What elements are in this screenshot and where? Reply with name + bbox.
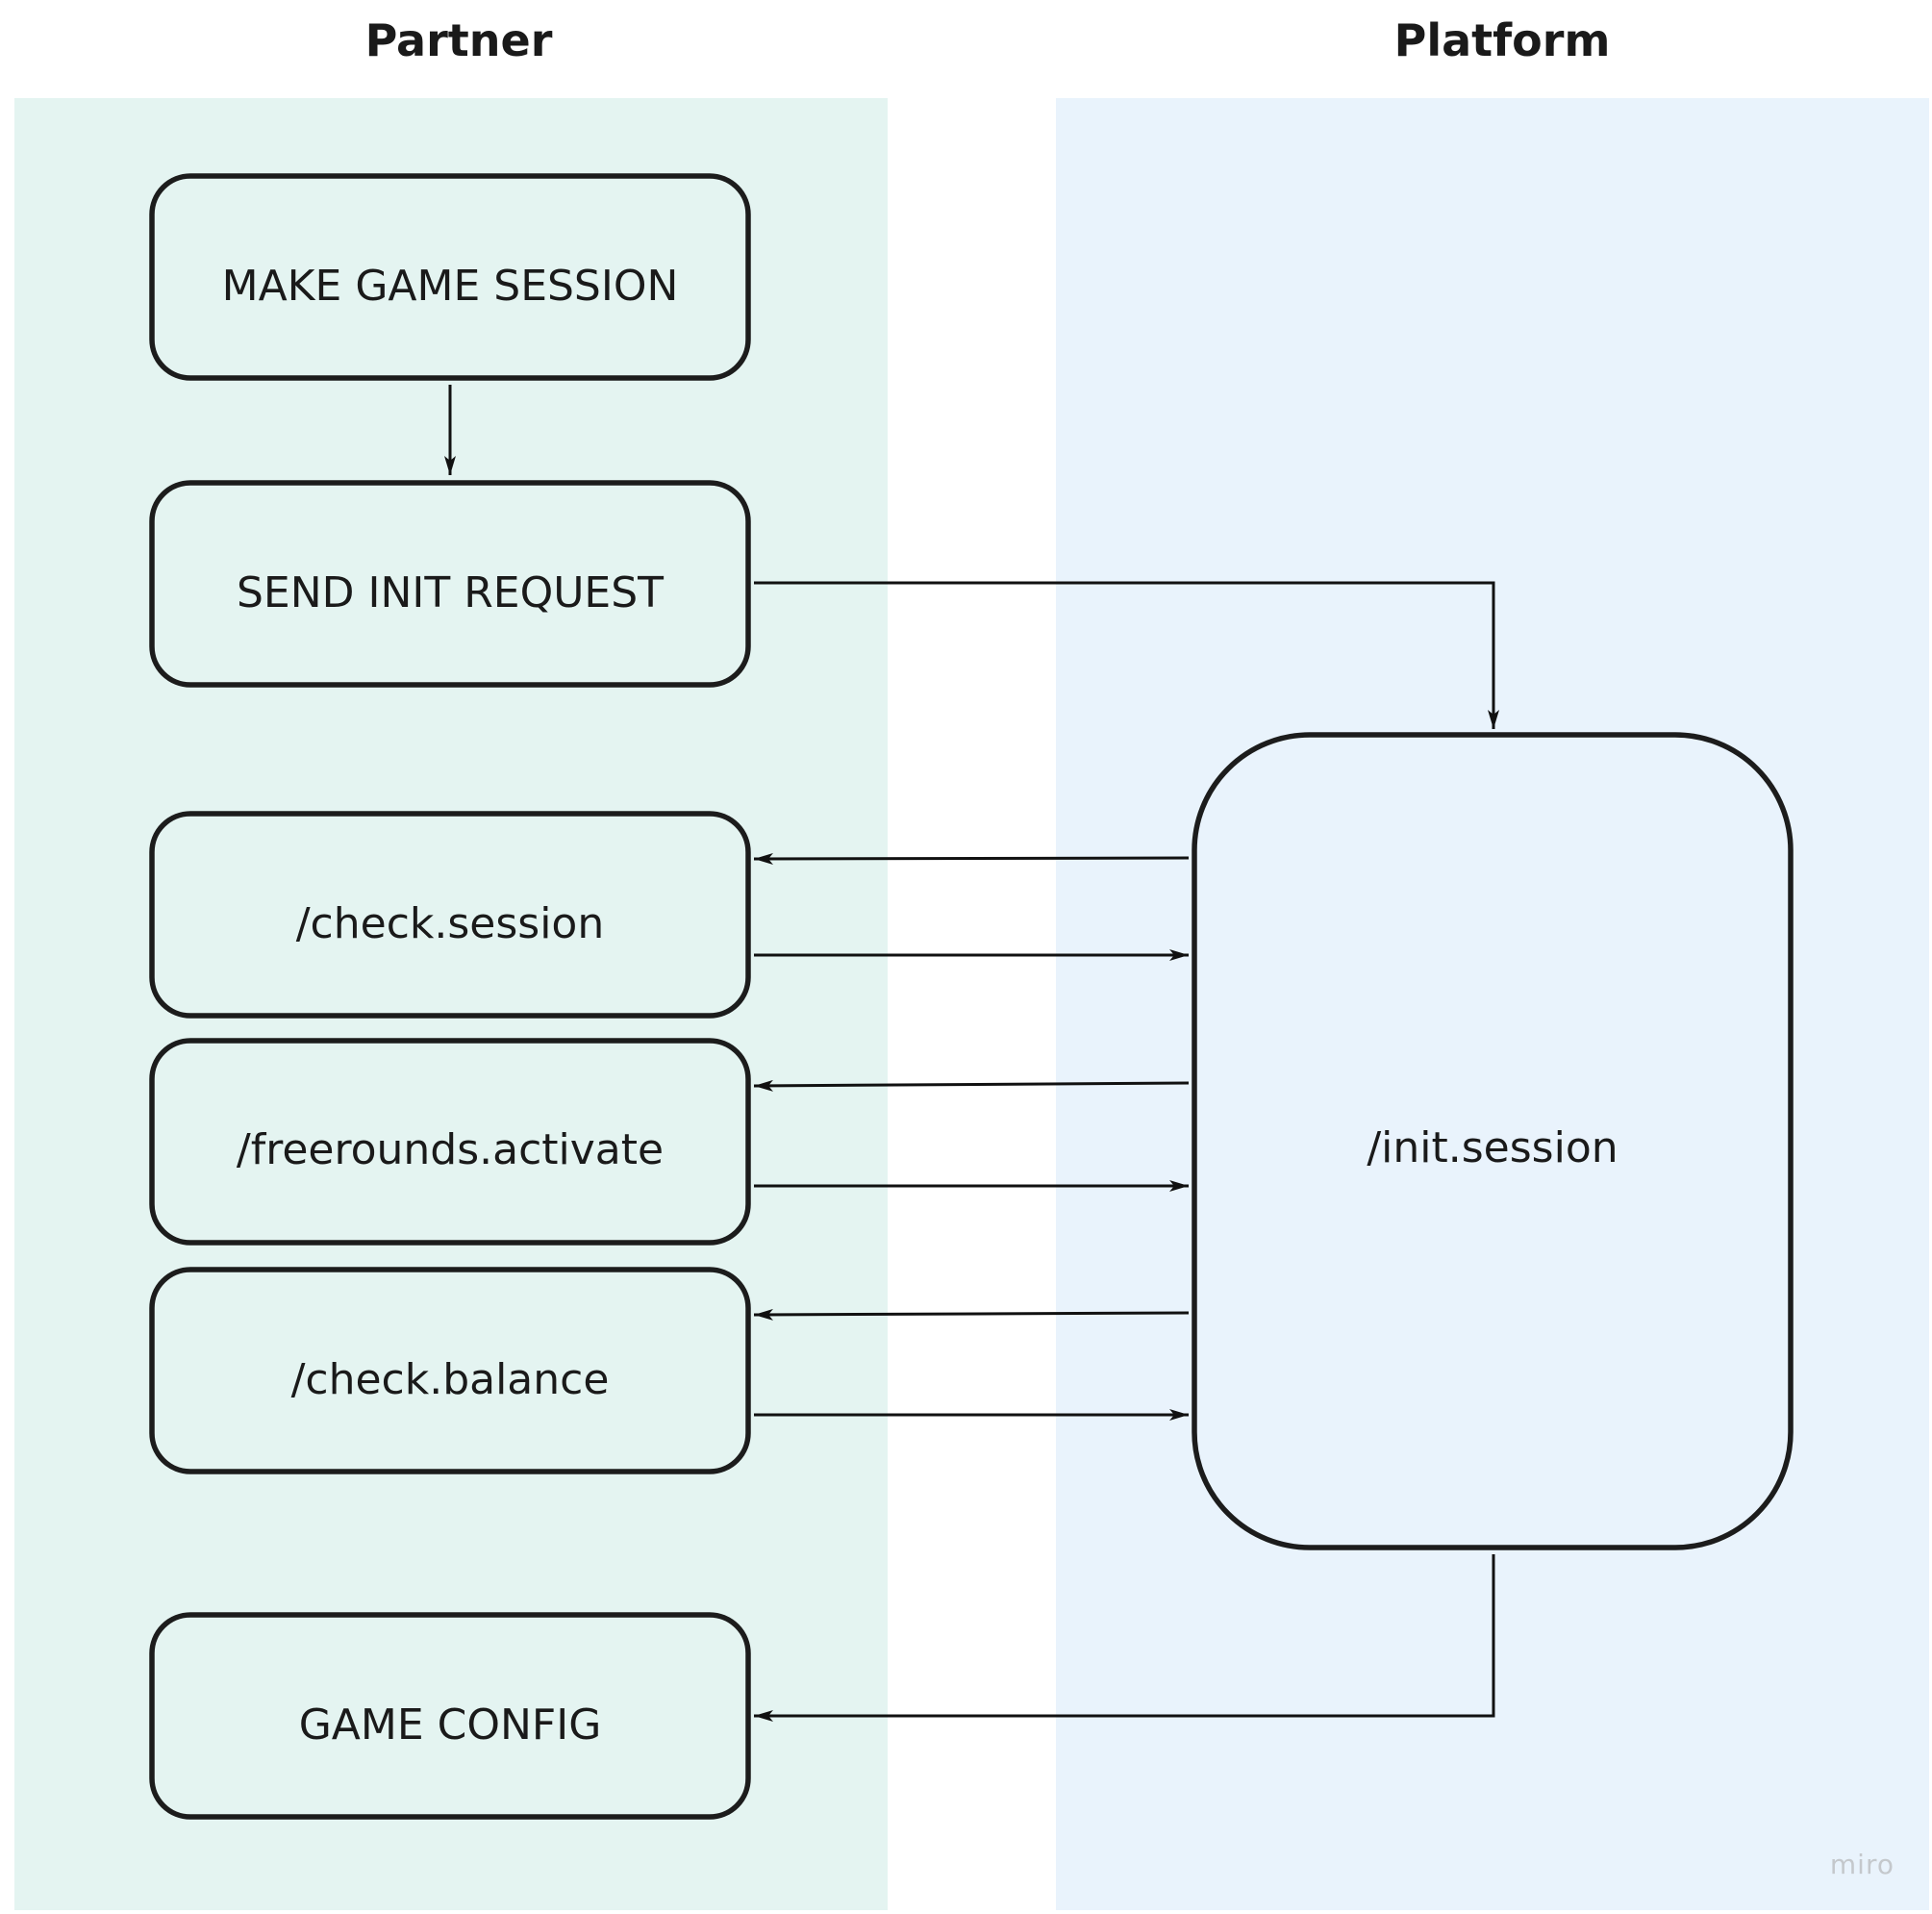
node-label: /init.session xyxy=(1367,1123,1618,1172)
node-label: MAKE GAME SESSION xyxy=(222,262,679,311)
node-make-game-session: MAKE GAME SESSION xyxy=(149,173,751,381)
connector-init-to-check-session xyxy=(753,852,1190,865)
node-check-balance: /check.balance xyxy=(149,1267,751,1474)
node-label: /check.balance xyxy=(291,1355,610,1404)
partner-lane-title: Partner xyxy=(365,14,553,66)
node-send-init-request: SEND INIT REQUEST xyxy=(149,480,751,688)
connector-init-to-freerounds xyxy=(753,1079,1190,1092)
platform-lane-title: Platform xyxy=(1394,14,1611,66)
node-label: SEND INIT REQUEST xyxy=(237,568,664,617)
connector-init-to-check-balance xyxy=(753,1308,1190,1321)
node-freerounds-activate: /freerounds.activate xyxy=(149,1038,751,1246)
node-check-session: /check.session xyxy=(149,811,751,1019)
node-game-config: GAME CONFIG xyxy=(149,1612,751,1820)
node-label: /freerounds.activate xyxy=(237,1125,664,1174)
connector-send-to-init xyxy=(754,581,1499,729)
connector-init-to-game-config xyxy=(754,1554,1495,1722)
miro-watermark: miro xyxy=(1830,1849,1894,1880)
node-init-session: /init.session xyxy=(1192,732,1794,1550)
node-label: GAME CONFIG xyxy=(299,1700,602,1750)
node-label: /check.session xyxy=(296,899,605,948)
